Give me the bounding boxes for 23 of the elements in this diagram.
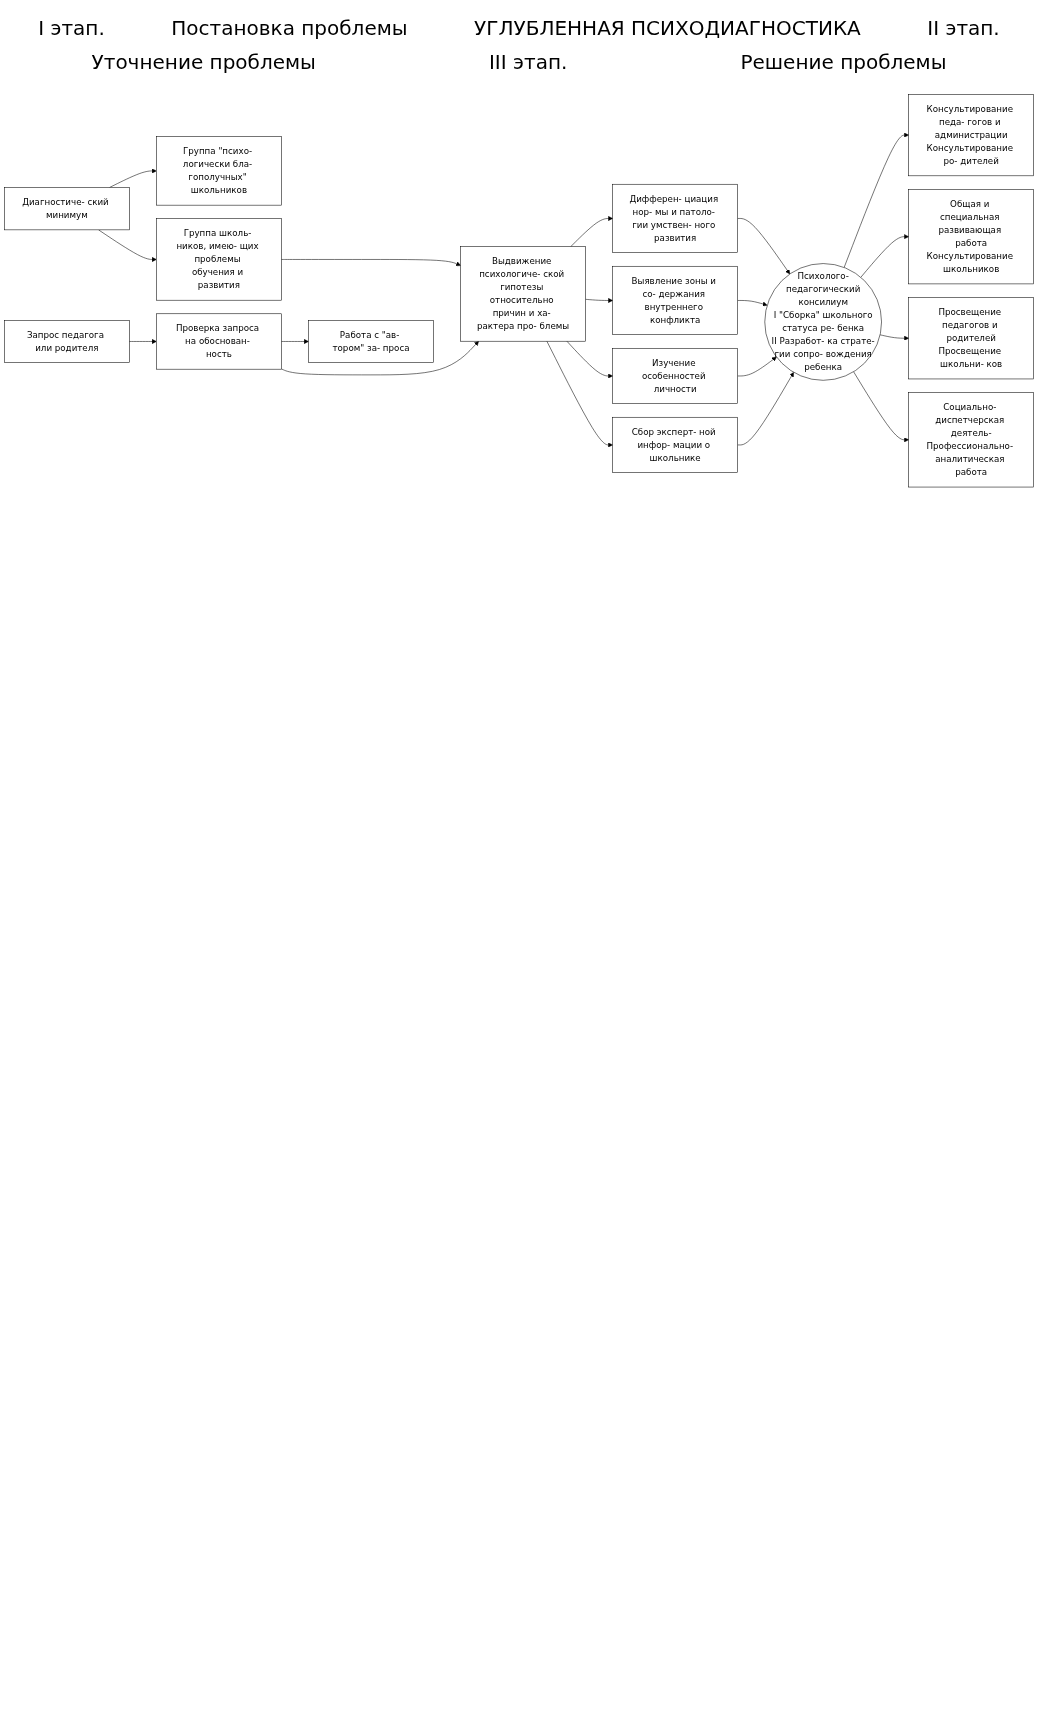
stage-label: Решение проблемы bbox=[740, 50, 947, 74]
node-box: Группа школь- ников, имею- щих проблемы обучения и развития bbox=[156, 218, 282, 301]
node-box: Дифферен- циация нор- мы и патоло- гии умствен- ного развития bbox=[612, 183, 738, 253]
node-box: Работа с "ав- тором" за- проса bbox=[308, 320, 434, 363]
node-box: Запрос педагога или родителя bbox=[4, 320, 130, 363]
stage-label: УГЛУБЛЕННАЯ ПСИХОДИАГНОСТИКА bbox=[474, 16, 861, 40]
node-circle: Психолого-педагогический консилиум I "Сборка" школьного статуса ре- бенка II Разработ- ка страте- гии сопро- вождения ребенка bbox=[764, 263, 882, 381]
node-box: Изучение особенностей личности bbox=[612, 348, 738, 404]
node-box: Просвещение педагогов и родителей Просвещение школьни- ков bbox=[908, 297, 1034, 380]
stage-label: I этап. bbox=[38, 16, 105, 40]
node-box: Группа "психо- логически бла- гополучных" школьников bbox=[156, 136, 282, 206]
node-box: Сбор эксперт- ной инфор- мации о школьнике bbox=[612, 417, 738, 473]
node-box: Консультирование педа- гогов и администрации Консультирование ро- дителей bbox=[908, 94, 1034, 177]
node-box: Социально- диспетчерская деятель- Профессионально- аналитическая работа bbox=[908, 392, 1034, 488]
stage-label: Постановка проблемы bbox=[171, 16, 408, 40]
stage-label: III этап. bbox=[488, 50, 568, 74]
node-box: Выявление зоны и со- держания внутреннего конфликта bbox=[612, 266, 738, 335]
node-box: Диагностиче- ский минимум bbox=[4, 187, 130, 231]
node-box: Проверка запроса на обоснован- ность bbox=[156, 313, 282, 370]
node-box: Общая и специальная развивающая работа Консультирование школьников bbox=[908, 189, 1034, 285]
stage-label: II этап. bbox=[927, 16, 1000, 40]
node-box: Выдвижение психологиче- ской гипотезы относительно причин и ха- рактера про- блемы bbox=[460, 246, 586, 342]
stage-label: Уточнение проблемы bbox=[91, 50, 316, 74]
